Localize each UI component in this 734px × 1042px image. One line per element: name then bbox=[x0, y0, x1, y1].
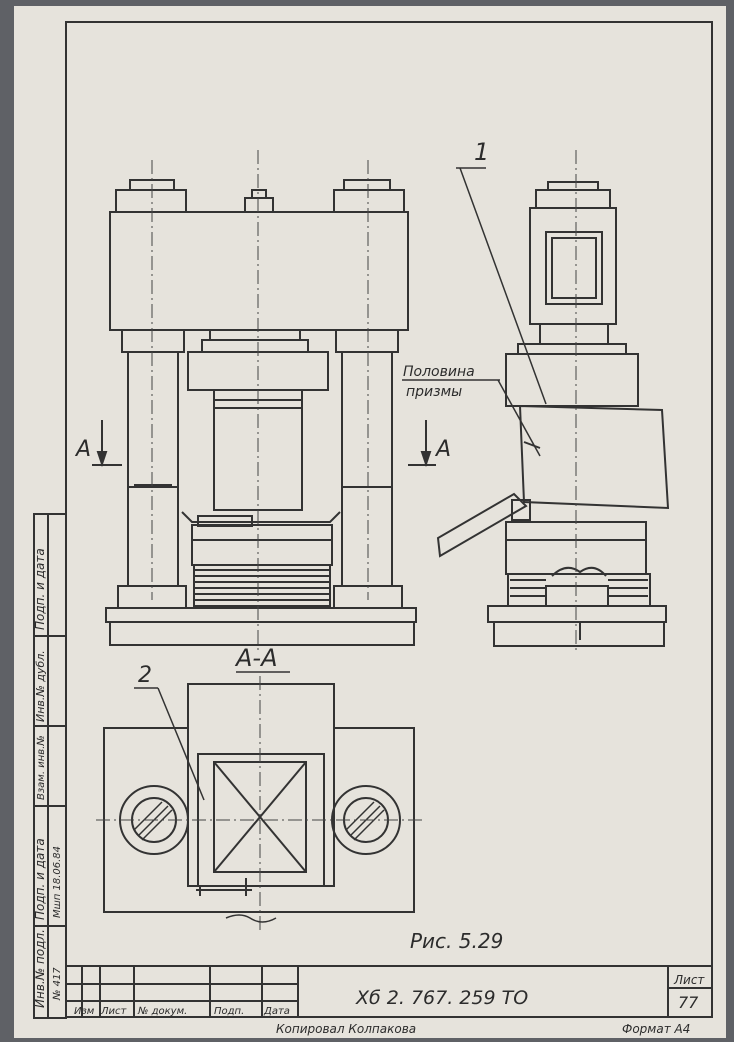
side-view-press bbox=[436, 181, 670, 647]
press-base bbox=[109, 622, 415, 646]
stamp-replace-inv: Взам. инв.№ bbox=[36, 735, 47, 800]
sheet-number: 77 bbox=[678, 993, 699, 1012]
front-view-centerlines bbox=[151, 150, 369, 650]
title-block bbox=[66, 965, 712, 1017]
section-break-line bbox=[225, 914, 277, 923]
item-2-leader bbox=[134, 687, 205, 801]
section-arrows bbox=[92, 420, 436, 468]
column-section-hatching bbox=[133, 801, 385, 841]
stamp-sign-date-value: Мшп 18.06.84 bbox=[52, 846, 63, 918]
col-sheet: Лист bbox=[100, 1006, 128, 1017]
half-prism-leader bbox=[402, 379, 541, 457]
side-window bbox=[545, 231, 603, 305]
copied-by: Копировал Колпакова bbox=[276, 1022, 416, 1036]
half-prism bbox=[518, 404, 670, 510]
stamp-inv-dup: Инв.№ дубл. bbox=[34, 650, 47, 722]
format-label: Формат А4 bbox=[622, 1022, 690, 1036]
stamp-inv-original-value: № 417 bbox=[52, 967, 63, 1001]
stamp-sign-date-2: Подп. и дата bbox=[33, 548, 47, 630]
press-base-plate bbox=[105, 607, 417, 623]
lower-holder bbox=[191, 524, 333, 566]
figure-caption: Рис. 5.29 bbox=[410, 929, 503, 953]
half-prism-label-line1: Половина bbox=[403, 364, 475, 380]
side-stamp bbox=[33, 513, 67, 1019]
col-signature: Подп. bbox=[214, 1006, 244, 1017]
bellows bbox=[193, 565, 331, 608]
top-nut bbox=[244, 197, 274, 213]
document-code: Хб 2. 767. 259 ТО bbox=[355, 987, 528, 1009]
stamp-inv-original: Инв.№ подл. bbox=[33, 929, 47, 1008]
section-marker-right: А bbox=[434, 437, 451, 462]
col-doc-no: № докум. bbox=[137, 1006, 187, 1017]
sheet-label: Лист bbox=[673, 973, 705, 987]
half-prism-label-line2: призмы bbox=[406, 384, 462, 400]
col-date: Дата bbox=[263, 1006, 290, 1017]
front-view-press bbox=[105, 179, 417, 646]
item-1-label: 1 bbox=[474, 138, 489, 166]
item-2-label: 2 bbox=[138, 663, 152, 688]
section-title: А-А bbox=[234, 644, 278, 672]
section-centerlines bbox=[96, 676, 422, 930]
col-change: Изм bbox=[74, 1006, 95, 1017]
section-marker-left: А bbox=[74, 437, 91, 462]
hinged-flap bbox=[436, 492, 528, 558]
stamp-sign-date: Подп. и дата bbox=[33, 838, 47, 920]
item-1-leader bbox=[456, 167, 547, 405]
section-upper-housing bbox=[187, 683, 335, 887]
